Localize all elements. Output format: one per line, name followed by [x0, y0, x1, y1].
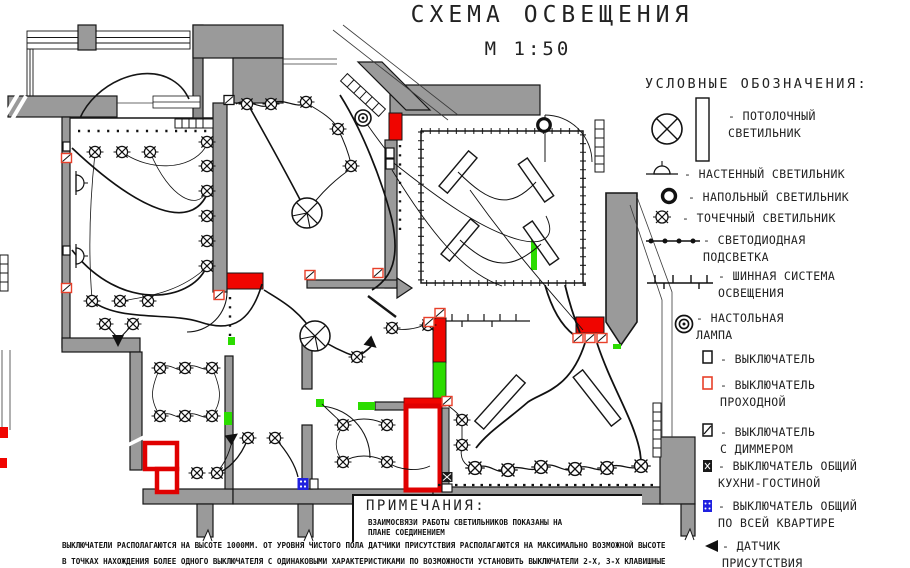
busbar-line [446, 314, 530, 327]
legend-label-presence-sensor: - ДАТЧИК ПРИСУТСТВИЯ [722, 539, 803, 568]
linear-fixtures [0, 72, 662, 458]
wires [71, 94, 642, 478]
note-line-1: ВЫКЛЮЧАТЕЛИ РАСПОЛАГАЮТСЯ НА ВЫСОТЕ 1000… [62, 541, 666, 550]
drawing-scale: М 1:50 [484, 38, 572, 60]
led-strips [78, 129, 655, 487]
other-lamps [75, 109, 552, 269]
switch-icon [702, 350, 713, 364]
accent-elements [0, 112, 621, 495]
table-lamp-icon [674, 314, 694, 334]
legend-label-busbar: - ШИННАЯ СИСТЕМА ОСВЕЩЕНИЯ [718, 269, 836, 300]
legend-label-led-strip: - СВЕТОДИОДНАЯ ПОДСВЕТКА [703, 233, 806, 264]
note-line-2: В ТОЧКАХ НАХОЖДЕНИЯ БОЛЕЕ ОДНОГО ВЫКЛЮЧА… [62, 557, 666, 566]
legend-header: УСЛОВНЫЕ ОБОЗНАЧЕНИЯ: [645, 76, 869, 92]
drawing-title: СХЕМА ОСВЕЩЕНИЯ [410, 2, 694, 28]
legend-label-spot-light: - ТОЧЕЧНЫЙ СВЕТИЛЬНИК [682, 211, 836, 225]
switches [60, 94, 608, 493]
busbar-system-icon [647, 275, 713, 289]
ceiling-light-icon [651, 97, 710, 162]
common-switch-apartment-icon [703, 500, 712, 512]
notes-header: ПРИМЕЧАНИЯ: [366, 498, 487, 514]
legend-label-floor-light: - НАПОЛЬНЫЙ СВЕТИЛЬНИК [688, 190, 850, 204]
legend-label-dimmer-switch: - ВЫКЛЮЧАТЕЛЬ С ДИММЕРОМ [720, 425, 816, 456]
floor-light-icon [660, 187, 678, 205]
led-strip-icon [646, 238, 700, 244]
busbar-track-zone [418, 128, 622, 431]
notes-box [352, 494, 642, 542]
legend-label-common-switch-kitchen: - ВЫКЛЮЧАТЕЛЬ ОБЩИЙ КУХНИ-ГОСТИНОЙ [718, 459, 858, 490]
legend-symbols [646, 97, 718, 552]
dimmer-switch-icon [702, 423, 713, 437]
spot-light-icon [653, 210, 671, 224]
wall-light-icon [646, 161, 678, 175]
thin-lines [1, 24, 673, 437]
notes-subtext: ВЗАИМОСВЯЗИ РАБОТЫ СВЕТИЛЬНИКОВ ПОКАЗАНЫ… [368, 518, 563, 538]
common-switch-kitchen-icon [703, 460, 712, 472]
legend-label-common-switch-apartment: - ВЫКЛЮЧАТЕЛЬ ОБЩИЙ ПО ВСЕЙ КВАРТИРЕ [718, 499, 858, 530]
legend-label-switch: - ВЫКЛЮЧАТЕЛЬ [720, 352, 816, 366]
legend-label-pass-switch: - ВЫКЛЮЧАТЕЛЬ ПРОХОДНОЙ [720, 378, 816, 409]
legend-label-wall-light: - НАСТЕННЫЙ СВЕТИЛЬНИК [684, 167, 846, 181]
presence-sensor-icon [705, 540, 718, 552]
pass-switch-icon [702, 376, 713, 390]
legend-label-ceiling-light: - ПОТОЛОЧНЫЙ СВЕТИЛЬНИК [728, 109, 816, 140]
legend-label-table-lamp: - НАСТОЛЬНАЯ ЛАМПА [696, 311, 784, 342]
